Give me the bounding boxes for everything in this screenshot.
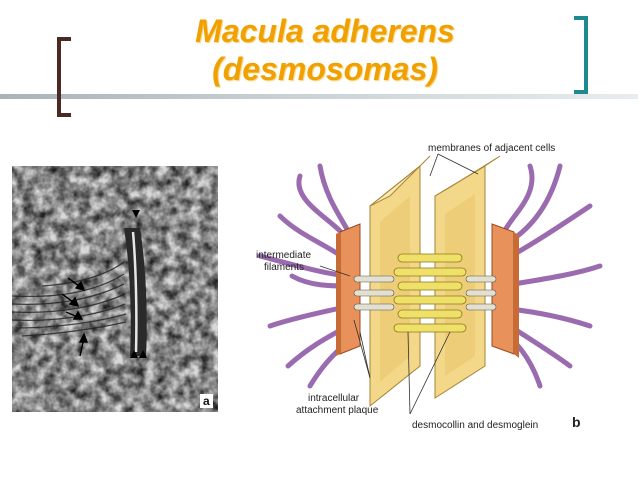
micrograph-arrows — [130, 210, 147, 358]
label-plaque-line-2: attachment plaque — [296, 405, 379, 416]
membrane-left — [369, 155, 431, 408]
left-bracket-decoration — [57, 37, 71, 117]
arrowhead-bottom-right — [139, 350, 147, 358]
panel-b-label: b — [572, 414, 581, 430]
slide-title: Macula adherens (desmosomas) — [110, 12, 540, 88]
arrowhead-top — [132, 210, 140, 218]
label-intermediate-line-2: filaments — [264, 262, 305, 273]
desmosome-schematic — [257, 153, 603, 415]
label-membranes: membranes of adjacent cells — [428, 143, 556, 154]
right-bracket-decoration — [574, 16, 588, 94]
desmocollin-desmoglein-molecules — [393, 253, 467, 333]
panel-a-label: a — [200, 394, 213, 408]
plaque-linkers — [353, 275, 497, 311]
label-intermediate-line-1: intermediate — [256, 250, 312, 261]
leader-lines — [319, 153, 479, 415]
plaque-left — [336, 223, 361, 356]
intermediate-filaments-left — [257, 163, 351, 389]
micrograph-pointer-arrows — [61, 277, 89, 357]
electron-micrograph — [12, 166, 218, 412]
label-desmocollin: desmocollin and desmoglein — [412, 420, 539, 431]
micrograph-intercellular-space — [131, 231, 138, 353]
label-plaque-line-1: intracellular — [308, 393, 360, 404]
micrograph-texture — [12, 166, 218, 412]
arrowhead-bottom-left — [130, 350, 138, 358]
title-divider — [0, 94, 638, 99]
plaque-right — [491, 223, 519, 358]
title-line-2: (desmosomas) — [212, 51, 438, 87]
title-line-1: Macula adherens — [195, 13, 455, 49]
